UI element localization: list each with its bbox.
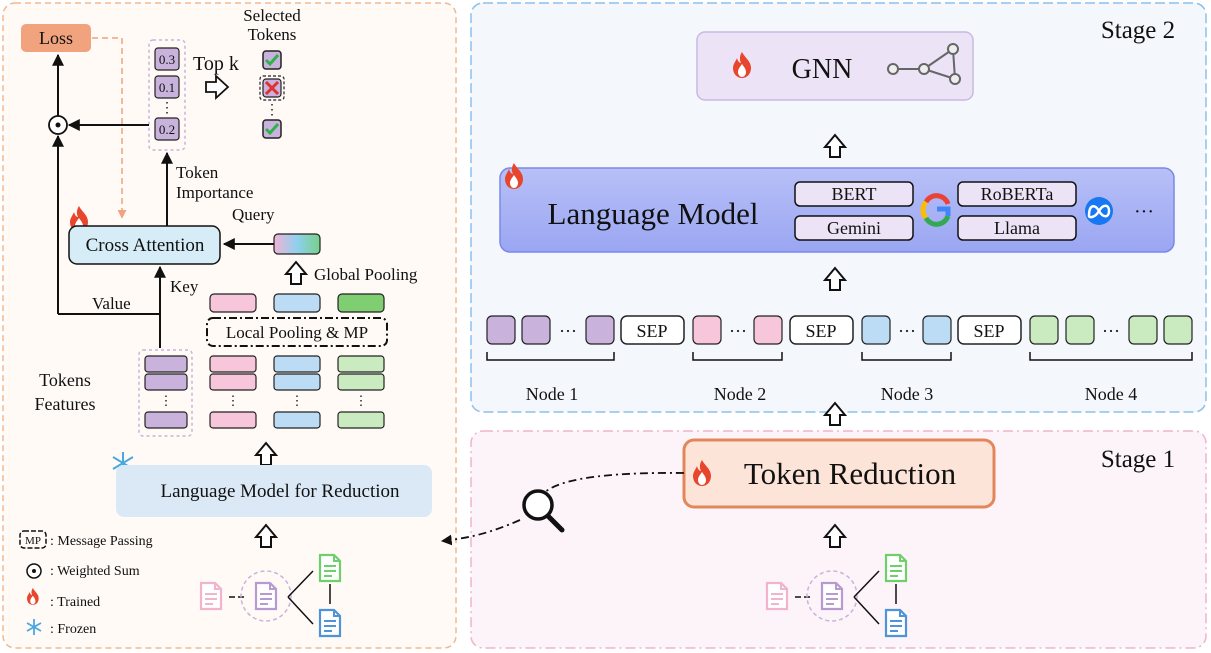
model-llama-label: Llama	[994, 218, 1040, 238]
score-value: 0.1	[159, 80, 175, 95]
token-importance-label-line1: Token	[176, 163, 219, 182]
svg-text:⋮: ⋮	[355, 393, 368, 408]
model-roberta-label: RoBERTa	[981, 184, 1054, 204]
cross-attention-label: Cross Attention	[86, 235, 205, 256]
node3-label: Node 3	[881, 384, 934, 404]
token-dots: ···	[898, 321, 916, 341]
pooled-token-pink	[209, 293, 257, 313]
legend-snowflake-icon	[26, 619, 42, 635]
global-pooling-label: Global Pooling	[314, 265, 418, 284]
tokens-features-label-line1: Tokens	[39, 370, 91, 390]
score-value: 0.3	[159, 52, 175, 67]
pooled-token-blue	[273, 293, 321, 313]
loss-to-attention-dashed-arrow	[92, 37, 127, 219]
sep-token	[620, 315, 685, 345]
stage1-title: Stage 1	[1101, 446, 1175, 473]
selected-ellipsis: ⋮	[265, 103, 279, 118]
sep-token	[789, 315, 854, 345]
gnn-label: GNN	[792, 54, 853, 85]
selected-tokens-label-line1: Selected	[243, 6, 301, 25]
magnifier-icon	[522, 489, 565, 533]
node2-label: Node 2	[714, 384, 767, 404]
zoom-link-lower	[440, 519, 521, 546]
model-gemini-box	[794, 215, 914, 241]
lm-reduction-box	[116, 465, 432, 517]
token-reduction-box	[682, 438, 996, 509]
token-dots: ···	[1102, 321, 1120, 341]
node2-tokens	[692, 315, 783, 345]
node-brackets	[486, 352, 1193, 361]
topk-arrow-icon	[205, 73, 230, 101]
pooled-token-green	[337, 293, 385, 313]
stage2-title: Stage 2	[1101, 17, 1175, 44]
token-importance-label-line2: Importance	[176, 183, 253, 202]
local-pooling-box	[206, 317, 388, 347]
loss-box	[21, 24, 91, 52]
zoom-link-upper	[544, 472, 685, 493]
gnn-box	[696, 31, 974, 101]
node4-tokens	[1029, 315, 1193, 345]
svg-text:⋮: ⋮	[160, 393, 173, 408]
language-model-label: Language Model	[548, 196, 759, 231]
legend-message-passing: : Message Passing	[50, 534, 153, 549]
query-token	[273, 233, 321, 255]
sep-label: SEP	[805, 321, 836, 341]
legend-mp-symbol: MP	[25, 535, 41, 547]
selected-check-icon	[261, 118, 283, 140]
model-bert-box	[794, 181, 914, 207]
token-feature-pink-column: ⋮	[209, 355, 257, 429]
node1-label: Node 1	[526, 384, 579, 404]
sep-token	[957, 315, 1022, 345]
legend-trained: : Trained	[50, 595, 100, 610]
local-pooling-label: Local Pooling & MP	[226, 323, 368, 342]
sep-label: SEP	[636, 321, 667, 341]
topk-label: Top k	[193, 53, 239, 75]
tokens-features-label-line2: Features	[35, 394, 96, 414]
model-bert-label: BERT	[832, 184, 877, 204]
node4-label: Node 4	[1085, 384, 1138, 404]
legend-frozen: : Frozen	[50, 622, 96, 637]
graph-icon-right	[765, 553, 908, 638]
model-llama-box	[957, 215, 1077, 241]
loss-label: Loss	[39, 28, 73, 48]
sep-label: SEP	[973, 321, 1004, 341]
score-column	[148, 39, 186, 151]
score-ellipsis: ⋮	[160, 101, 174, 116]
lm-reduction-label: Language Model for Reduction	[160, 481, 400, 502]
token-feature-blue-column: ⋮	[273, 355, 321, 429]
rejected-cross-icon	[259, 75, 285, 101]
graph-icon-left	[199, 553, 342, 638]
token-feature-purple-column: ⋮	[138, 349, 193, 437]
graph-network-icon	[887, 43, 961, 85]
svg-text:⋮: ⋮	[227, 393, 240, 408]
model-roberta-box	[957, 181, 1077, 207]
selected-tokens-label-line2: Tokens	[248, 25, 297, 44]
node3-tokens	[861, 315, 952, 345]
score-value: 0.2	[159, 122, 175, 137]
selected-check-icon	[261, 49, 283, 71]
legend-weighted-sum: : Weighted Sum	[50, 564, 140, 579]
score-list: 0.3 0.1 ⋮ 0.2	[154, 47, 180, 141]
svg-text:⋮: ⋮	[291, 393, 304, 408]
token-reduction-label: Token Reduction	[744, 456, 957, 491]
model-gemini-label: Gemini	[827, 218, 881, 238]
token-dots: ···	[729, 321, 747, 341]
more-models-ellipsis: ···	[1134, 201, 1154, 223]
legend: MP : Message Passing : Weighted Sum : Tr…	[19, 530, 153, 637]
query-label: Query	[232, 205, 275, 224]
meta-logo-icon	[1085, 197, 1113, 225]
google-logo-icon	[920, 193, 951, 227]
key-label: Key	[170, 277, 199, 296]
value-label: Value	[92, 294, 131, 313]
token-dots: ···	[559, 321, 577, 341]
token-feature-green-column: ⋮	[337, 355, 385, 429]
node1-tokens	[486, 315, 615, 345]
cross-attention-box	[68, 225, 221, 265]
